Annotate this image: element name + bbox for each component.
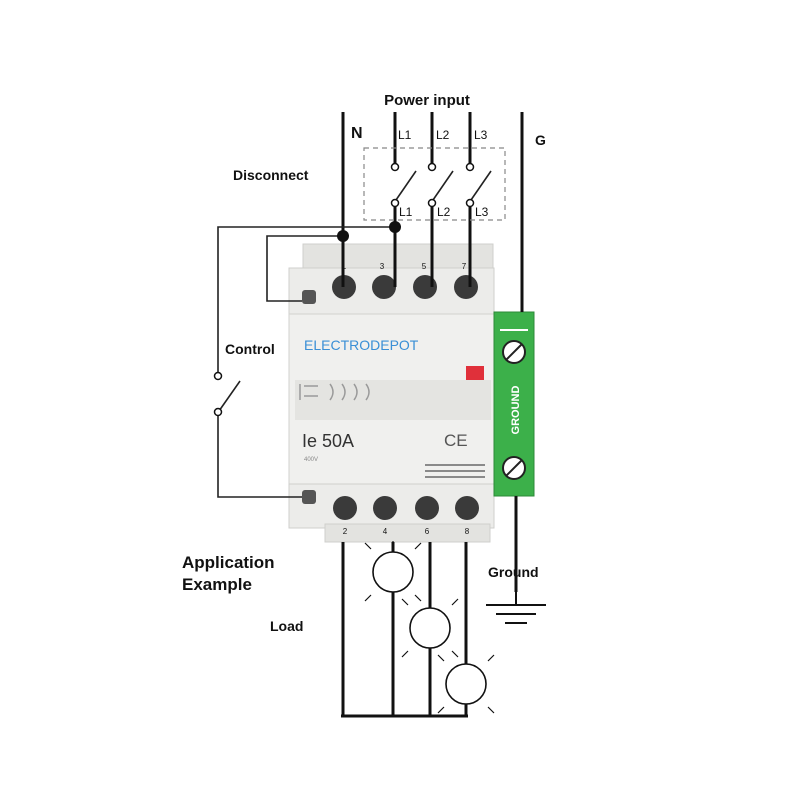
terminal-screw-6 [415,496,439,520]
ground-block-label: GROUND [510,386,522,435]
disconnect-contact [427,162,437,172]
disconnect-contact [465,198,475,208]
neutral-label: N [351,125,363,142]
disconnect-blade-l3 [470,170,492,201]
control-wire-neutral-loop [266,235,343,302]
ground-wire-label: G [535,132,546,148]
terminal-label-3: 3 [380,262,385,271]
terminal-screw-7 [454,275,478,299]
disconnect-contact [390,162,400,172]
rating-sub-label: 400V [304,457,318,463]
load-label: Load [270,618,303,634]
application-example-label-line2: Example [182,575,252,594]
terminal-screw-8 [455,496,479,520]
disconnect-blade-l1 [395,170,417,201]
ground-symbol-icon [486,592,546,624]
terminal-screw-3 [372,275,396,299]
terminal-label-5: 5 [422,262,427,271]
disconnect-label: Disconnect [233,167,309,183]
bottom-terminals: 2 4 6 8 [333,496,479,536]
contact-symbol [299,383,370,401]
ground-label: Ground [488,564,539,580]
disconnect-contact [427,198,437,208]
vent-slots [425,464,485,478]
disconnect-enclosure [363,147,506,221]
coil-terminal-top [302,290,316,304]
control-switch-contact-top [213,371,223,381]
terminal-screw-4 [373,496,397,520]
junction-dot-l1 [389,221,401,233]
control-label: Control [225,341,275,357]
coil-terminal-bottom [302,490,316,504]
device-bottom-rail [324,523,491,543]
phase-label-top-l2: L2 [436,128,450,142]
phase-label-top-l3: L3 [474,128,488,142]
power-input-label: Power input [384,92,470,109]
lamp-1 [364,541,422,602]
terminal-label-2: 2 [343,527,348,536]
phase-label-switch-l1: L1 [399,205,413,219]
terminal-screw-2 [333,496,357,520]
terminal-label-7: 7 [462,262,467,271]
application-example-label-line1: Application [182,553,275,572]
indicator-window [466,366,484,380]
disconnect-contact [465,162,475,172]
terminal-label-8: 8 [465,527,470,536]
terminal-label-4: 4 [383,527,388,536]
disconnect-contact [390,198,400,208]
ce-mark: CE [444,431,468,450]
brand-label: ELECTRODEPOT [304,337,419,353]
control-wire-l1-loop [217,226,395,373]
terminal-label-6: 6 [425,527,430,536]
control-switch-contact-bottom [213,407,223,417]
disconnect-blade-l2 [432,170,454,201]
lamp-2 [401,598,459,658]
control-wire-return [217,413,302,498]
phase-label-switch-l2: L2 [437,205,451,219]
device-face-band [295,380,491,420]
ground-block: GROUND [493,311,535,497]
junction-dot-neutral [337,230,349,242]
load-lamps [364,541,495,714]
rating-label: Ie 50A [302,431,354,451]
phase-label-switch-l3: L3 [475,205,489,219]
lamp-3 [437,654,495,714]
control-switch-blade [218,380,241,412]
phase-label-top-l1: L1 [398,128,412,142]
device-top-rail [302,243,494,273]
